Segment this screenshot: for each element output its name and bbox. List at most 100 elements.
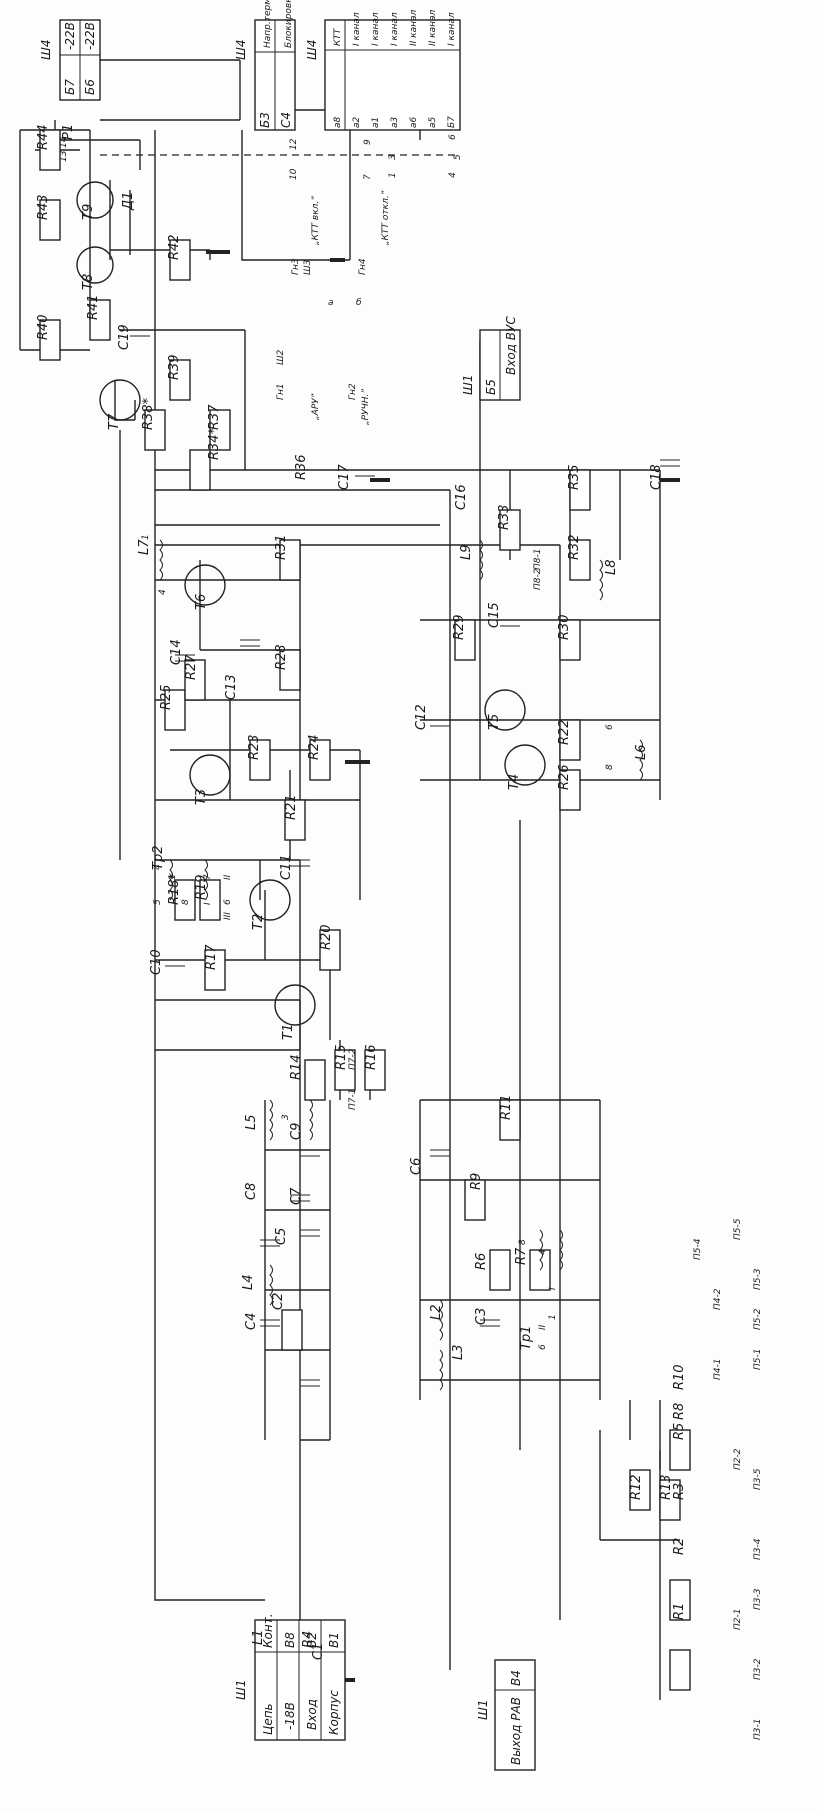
resistor-bodies: [39, 129, 691, 1691]
transformer-pin-label: 6: [538, 1344, 548, 1350]
test-point-label: П8-1: [533, 549, 543, 570]
test-point-label: П5-2: [753, 1308, 763, 1330]
inductor-label: L6: [634, 744, 649, 760]
resistor-label: R35: [567, 464, 582, 490]
resistor-label: R29: [452, 614, 467, 640]
sh1-main-value: Вход: [305, 1699, 319, 1730]
resistor-label: R41: [86, 294, 101, 320]
coil-pin-label: 1: [141, 534, 151, 540]
resistor-label: R31: [274, 534, 289, 560]
capacitor-label: С2: [271, 1293, 286, 1310]
transformer-pin-label: 8: [181, 899, 191, 905]
sh4-ktt-pin: а3: [390, 116, 400, 128]
sh4-ktt-value: I канал: [352, 12, 362, 46]
sh1-rav-value: Выход РАВ: [509, 1697, 523, 1765]
transistor-icon: [184, 564, 226, 606]
inductor-label: L5: [244, 1114, 259, 1130]
transformer-pin-label: 6: [223, 899, 233, 905]
test-point-label: П2-2: [733, 1448, 743, 1470]
capacitor-label: С3: [474, 1308, 489, 1325]
capacitor-label: С18: [649, 464, 664, 490]
relay-pin-label: 1: [388, 172, 398, 178]
capacitor-label: С6: [409, 1158, 424, 1175]
transformer-pin-label: III: [223, 912, 233, 920]
coil-pin-label: 6: [605, 724, 615, 730]
sh4-power-value: -22В: [83, 22, 97, 50]
resistor-label: R2: [672, 1538, 687, 1555]
relay-pin-label: 4: [448, 172, 458, 178]
relay-pin-label: 7: [363, 174, 373, 180]
transistor-icon: [274, 984, 316, 1026]
test-point-label: П2-1: [733, 1609, 743, 1630]
capacitor-label: С17: [337, 464, 352, 490]
labels: Ш4 Б7 -22В Б6 -22В Ш4 Б3 Напр.терм. С4 Б…: [39, 0, 523, 1765]
transformer-pin-label: 4: [153, 864, 163, 870]
inductor-label: L8: [604, 559, 619, 575]
transistor-label: Т6: [194, 594, 209, 610]
sh4-ktt-pin: Б7: [447, 116, 457, 128]
resistor-label: R19: [194, 874, 209, 900]
switch-ktt-on-label: „КТТ вкл.”: [311, 196, 321, 245]
sh4-ktt-pin: а2: [352, 116, 362, 128]
sh1-main-value: Корпус: [327, 1690, 341, 1735]
transistor-label: Т5: [487, 714, 502, 730]
resistor-label: R38*: [141, 397, 156, 430]
resistor-label: R30: [557, 614, 572, 640]
capacitor-plates: [130, 329, 680, 1387]
sh1-main-value: Цепь: [261, 1703, 275, 1735]
test-point-label: П3-3: [753, 1588, 763, 1610]
resistor-label: R6: [474, 1253, 489, 1270]
resistor-label: R18*: [167, 872, 182, 905]
capacitor-label: С8: [244, 1183, 259, 1200]
switch-gn1-label: Гн1: [276, 383, 286, 400]
transformer-label: Тр2: [151, 846, 166, 870]
capacitor-label: С12: [414, 704, 429, 730]
resistor-label: R21: [284, 794, 299, 820]
test-point-label: П5-4: [693, 1238, 703, 1260]
transformer-pin-label: II: [538, 1324, 548, 1330]
resistor-label: R26: [557, 764, 572, 790]
capacitor-label: С1: [311, 1643, 326, 1660]
sh1-main-pin: Конт.: [261, 1613, 275, 1648]
resistor-label: R27: [184, 654, 199, 680]
transistor-icon: [484, 689, 526, 731]
sh4-ktt-value: II канал: [409, 9, 419, 46]
resistor-label: R36: [294, 454, 309, 480]
resistor-label: R42: [167, 234, 182, 260]
relay-pin-label: 9: [363, 139, 373, 145]
sh4-ktt-pin: а1: [371, 117, 381, 128]
sh4-power-value: -22В: [63, 22, 77, 50]
resistor-label: R9: [469, 1173, 484, 1190]
inductor-label: L2: [429, 1304, 444, 1320]
transistor-icon: [504, 744, 546, 786]
coil-pin-label: 4: [158, 589, 168, 595]
wiring: [19, 59, 680, 1700]
sh4-ktt-id: Ш4: [305, 40, 319, 60]
relay-pin-label: 12: [289, 138, 299, 150]
resistor-label: R37: [207, 404, 222, 430]
sh4-ktt-pin: а8: [333, 116, 343, 128]
sh4-mode-pin: С4: [279, 112, 293, 128]
switch-a-label: а: [328, 298, 334, 308]
sh4-mode-value: Напр.терм.: [263, 0, 273, 48]
resistor-label: R39: [167, 354, 182, 380]
capacitor-label: С15: [487, 602, 502, 628]
resistor-label: R11: [499, 1094, 514, 1120]
sh1-main-pin: В1: [327, 1632, 341, 1648]
switch-gn3-label: Гн3: [291, 258, 301, 275]
resistor-label: R7: [514, 1247, 529, 1265]
resistor-label: R12: [629, 1474, 644, 1500]
test-point-label: П3-1: [753, 1719, 763, 1740]
transformer-pin-label: 1: [548, 1314, 558, 1320]
capacitor-label: С7: [289, 1187, 304, 1205]
transistor-icon: [99, 379, 141, 421]
transistor-label: Т1: [281, 1024, 296, 1040]
relay-pin-label: 13: [59, 150, 69, 162]
sh4-ktt-value: II канал: [428, 9, 438, 46]
transformer-pin-label: 7: [203, 874, 213, 880]
diode-label: Д1: [121, 192, 136, 211]
sh4-ktt-value: I канал: [447, 12, 457, 46]
transformer-pin-label: I: [203, 902, 213, 905]
transformer-pin-label: 8: [518, 1239, 528, 1245]
